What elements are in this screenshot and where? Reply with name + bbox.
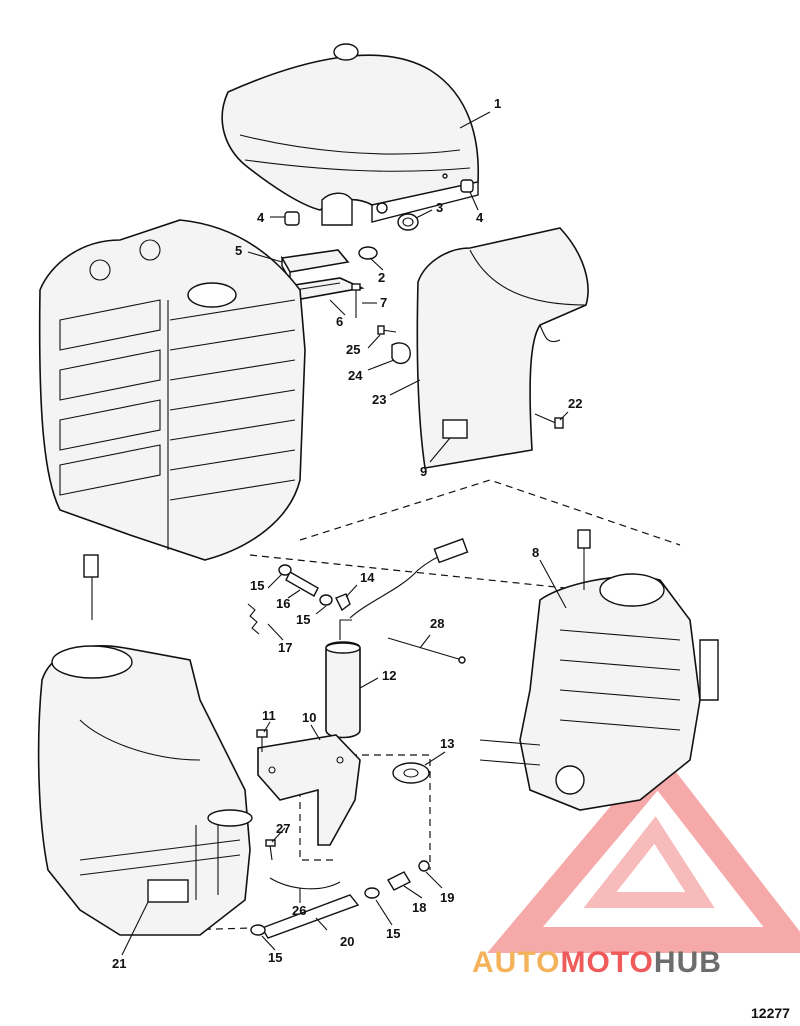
part-grommet-left — [284, 211, 300, 226]
part-clip-24 — [391, 342, 411, 365]
part-clamp-15c — [250, 924, 266, 936]
watermark-logo — [487, 749, 800, 953]
callout-5: 5 — [235, 243, 242, 258]
callout-19: 19 — [440, 890, 454, 905]
callout-16: 16 — [276, 596, 290, 611]
callout-15-d: 15 — [386, 926, 400, 941]
callout-21: 21 — [112, 956, 126, 971]
callout-15-a: 15 — [250, 578, 264, 593]
callout-25: 25 — [346, 342, 360, 357]
part-screw-22 — [534, 413, 564, 429]
part-top-cover — [221, 43, 480, 226]
part-elbow-14 — [335, 593, 351, 612]
watermark-text: AUTOMOTOHUB — [472, 946, 722, 979]
callout-12: 12 — [382, 668, 396, 683]
watermark-auto: AUTO — [472, 946, 560, 979]
part-filter-5 — [280, 249, 350, 283]
part-spring-17 — [247, 603, 260, 635]
part-screw-11 — [256, 729, 268, 752]
callout-18: 18 — [412, 900, 426, 915]
callout-9: 9 — [420, 464, 427, 479]
part-fitting-18 — [387, 871, 411, 891]
callout-15-b: 15 — [296, 612, 310, 627]
watermark-inner-mark-icon — [583, 816, 715, 908]
callout-27: 27 — [276, 821, 290, 836]
part-bracket-10 — [257, 734, 361, 846]
part-oring-19 — [418, 860, 430, 872]
callout-23: 23 — [372, 392, 386, 407]
callout-11: 11 — [262, 708, 276, 723]
callout-3: 3 — [436, 200, 443, 215]
watermark-moto: MOTO — [560, 946, 653, 979]
part-screw-27 — [265, 839, 276, 861]
callout-17: 17 — [278, 640, 292, 655]
part-hose-20 — [260, 894, 360, 939]
callout-2: 2 — [378, 270, 385, 285]
part-clamp-15d — [364, 887, 380, 899]
part-clamp-15b — [319, 594, 333, 606]
callout-6: 6 — [336, 314, 343, 329]
part-rod-28 — [387, 637, 466, 664]
part-screw-7 — [351, 283, 361, 318]
part-grommet-2 — [358, 246, 378, 260]
callout-13: 13 — [440, 736, 454, 751]
part-harness — [349, 538, 469, 619]
callout-26: 26 — [292, 903, 306, 918]
callout-15-c: 15 — [268, 950, 282, 965]
callout-4-right: 4 — [476, 210, 484, 225]
part-hose-16 — [285, 571, 319, 597]
part-engine-block — [38, 219, 306, 561]
callout-8: 8 — [532, 545, 539, 560]
callout-22: 22 — [568, 396, 582, 411]
part-clamp-15a — [278, 564, 292, 576]
svg-text:AUTOMOTOHUB: AUTOMOTOHUB — [472, 946, 722, 979]
callout-28: 28 — [430, 616, 444, 631]
leader-lines — [121, 111, 569, 956]
part-grommet-13 — [392, 762, 430, 784]
part-seal-3 — [397, 213, 419, 231]
part-engine-assembly-right — [479, 529, 719, 811]
part-grommet-right — [460, 179, 474, 193]
callout-7: 7 — [380, 295, 387, 310]
watermark-hub: HUB — [654, 946, 722, 979]
callout-20: 20 — [340, 934, 354, 949]
part-engine-assembly-left — [37, 554, 253, 936]
callout-4-left: 4 — [257, 210, 265, 225]
part-cover-23 — [416, 227, 589, 469]
callout-labels: 1 4 4 3 2 5 6 7 25 24 23 9 22 8 15 16 15… — [112, 96, 582, 971]
callout-24: 24 — [348, 368, 363, 383]
part-strap-26 — [269, 877, 341, 890]
part-screw-25 — [377, 325, 397, 335]
figure-number: 12277 — [751, 1005, 790, 1021]
callout-14: 14 — [360, 570, 375, 585]
callout-10: 10 — [302, 710, 316, 725]
callout-1: 1 — [494, 96, 501, 111]
part-fuel-pump-12 — [325, 619, 361, 739]
watermark-triangle-icon — [487, 749, 800, 953]
